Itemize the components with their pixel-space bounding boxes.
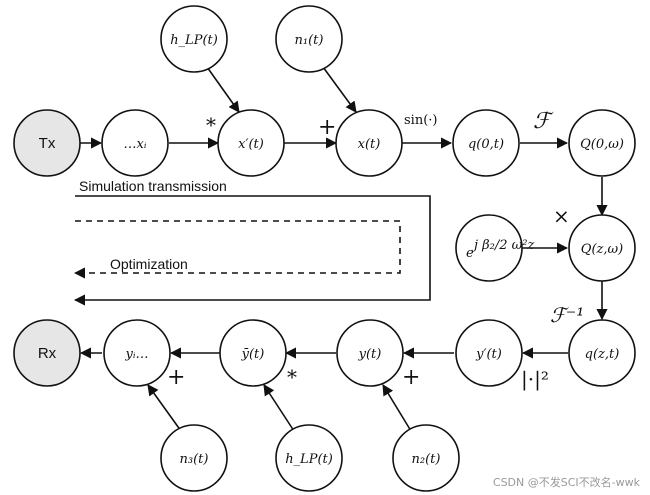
node-qzt-label: q(z,t) [585, 347, 620, 362]
simulation-caption: Simulation transmission [79, 178, 227, 194]
node-yprime-label: y′(t) [475, 347, 502, 362]
op-times: × [553, 204, 570, 228]
node-xprime-label: x′(t) [238, 137, 264, 152]
node-xi: …xᵢ [101, 109, 169, 177]
node-x-label: x(t) [358, 137, 381, 152]
node-xprime: x′(t) [217, 109, 285, 177]
op-inverse-fourier: ℱ⁻¹ [550, 303, 584, 327]
node-n3-label: n₃(t) [180, 452, 209, 467]
node-qzt: q(z,t) [568, 319, 636, 387]
node-n2: n₂(t) [392, 424, 460, 492]
node-yprime: y′(t) [455, 319, 523, 387]
node-exp: e j β₂/2 ω²z [455, 214, 534, 282]
node-n2-label: n₂(t) [412, 452, 441, 467]
node-xi-label: …xᵢ [124, 137, 147, 152]
op-plus-bottom: + [167, 365, 185, 390]
node-Q0w: Q(0,ω) [568, 109, 636, 177]
node-yi-label: yᵢ… [125, 347, 149, 362]
op-sin: sin(·) [404, 113, 437, 128]
node-n1: n₁(t) [275, 5, 343, 73]
node-hlp-bottom-label: h_LP(t) [285, 452, 333, 467]
node-yi: yᵢ… [103, 319, 171, 387]
edge-n1-x [322, 66, 357, 113]
watermark: CSDN @不发SCI不改名-wwk [493, 475, 641, 489]
node-rx: Rx [13, 319, 81, 387]
op-conv-bottom: * [287, 365, 297, 389]
node-n1-label: n₁(t) [295, 33, 324, 48]
node-Qzw-label: Q(z,ω) [581, 242, 623, 257]
op-abs-squared: |·|² [521, 367, 549, 392]
node-ybar: ȳ(t) [219, 319, 287, 387]
node-y: y(t) [336, 319, 404, 387]
node-hlp-top: h_LP(t) [160, 5, 228, 73]
op-conv-top: * [206, 113, 216, 137]
op-fourier: ℱ [533, 109, 554, 134]
edge-hlp-xprime [206, 66, 240, 113]
edge-hlp-ybar [263, 384, 295, 432]
optimization-caption: Optimization [110, 256, 188, 272]
edge-n2-y [382, 384, 412, 432]
node-hlp-top-label: h_LP(t) [170, 33, 218, 48]
node-tx-label: Tx [39, 135, 56, 152]
node-exp-power: j β₂/2 ω²z [471, 238, 534, 253]
op-plus-y: + [402, 365, 420, 390]
node-Qzw: Q(z,ω) [568, 214, 636, 282]
node-hlp-bottom: h_LP(t) [275, 424, 343, 492]
node-tx: Tx [13, 109, 81, 177]
node-ybar-label: ȳ(t) [241, 347, 265, 362]
node-y-label: y(t) [358, 347, 382, 362]
edge-n3-yi [147, 384, 182, 432]
node-n3: n₃(t) [160, 424, 228, 492]
node-Q0w-label: Q(0,ω) [580, 137, 624, 152]
node-rx-label: Rx [38, 345, 57, 362]
node-exp-base: e [466, 246, 474, 261]
simulation-loop-line [73, 195, 431, 306]
optimization-loop-line [73, 220, 401, 279]
node-q0t-label: q(0,t) [468, 137, 504, 152]
op-plus-top: + [318, 115, 336, 140]
node-q0t: q(0,t) [452, 109, 520, 177]
node-x: x(t) [335, 109, 403, 177]
